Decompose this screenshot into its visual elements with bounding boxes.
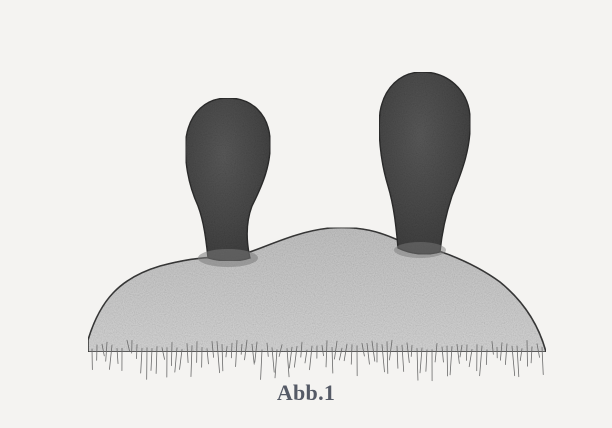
mound-body [88, 228, 546, 352]
bristle [261, 350, 262, 380]
bristle [527, 340, 528, 366]
right-knob [379, 72, 470, 254]
left-knob-shadow [198, 249, 258, 267]
bristle [426, 350, 427, 372]
right-knob-shadow [394, 242, 446, 258]
bristle [417, 348, 418, 380]
figure-caption: Abb.1 [0, 380, 612, 406]
left-knob [186, 98, 271, 261]
bristle [275, 350, 277, 378]
